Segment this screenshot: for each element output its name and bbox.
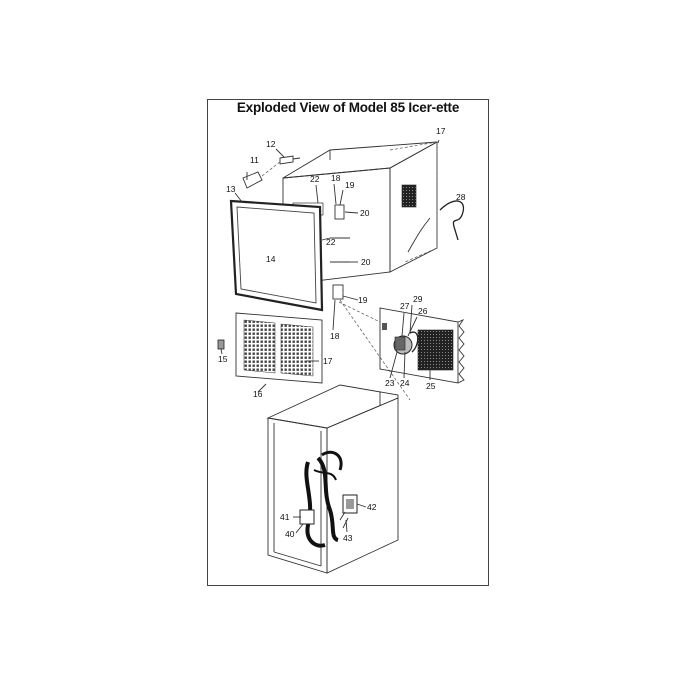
callout-11: 11 bbox=[250, 155, 259, 165]
leader-lines bbox=[220, 139, 440, 534]
callout-40: 40 bbox=[285, 529, 295, 539]
callout-12: 12 bbox=[266, 139, 276, 149]
diagram-title: Exploded View of Model 85 Icer-ette bbox=[236, 100, 460, 115]
callout-23: 23 bbox=[385, 378, 395, 388]
callout-41: 41 bbox=[280, 512, 290, 522]
callout-15: 15 bbox=[218, 354, 228, 364]
callout-18-top: 18 bbox=[331, 173, 341, 183]
callout-13: 13 bbox=[226, 184, 236, 194]
callout-22-bottom: 22 bbox=[326, 237, 336, 247]
callout-26: 26 bbox=[418, 306, 428, 316]
callout-22-top: 22 bbox=[310, 174, 320, 184]
callout-43: 43 bbox=[343, 533, 353, 543]
callout-24: 24 bbox=[400, 378, 410, 388]
callout-28: 28 bbox=[456, 192, 466, 202]
lower-cabinet bbox=[266, 384, 399, 574]
callout-16: 16 bbox=[253, 389, 263, 399]
callout-18-bottom: 18 bbox=[330, 331, 340, 341]
projection-lines bbox=[338, 299, 411, 401]
callout-labels: 11 12 13 14 15 16 17 17 18 18 19 19 20 2… bbox=[218, 126, 466, 543]
door-handle-parts bbox=[242, 155, 301, 189]
callout-17-top: 17 bbox=[436, 126, 446, 136]
callout-27: 27 bbox=[400, 301, 410, 311]
front-grille-panel bbox=[217, 312, 323, 393]
callout-20-bottom: 20 bbox=[361, 257, 371, 267]
callout-29: 29 bbox=[413, 294, 423, 304]
callout-19-bottom: 19 bbox=[358, 295, 368, 305]
callout-14: 14 bbox=[266, 254, 276, 264]
callout-19-top: 19 bbox=[345, 180, 355, 190]
compressor-module bbox=[379, 307, 465, 384]
callout-20-top: 20 bbox=[360, 208, 370, 218]
callout-42: 42 bbox=[367, 502, 377, 512]
callout-25: 25 bbox=[426, 381, 436, 391]
callout-17-grille: 17 bbox=[323, 356, 333, 366]
door-assembly bbox=[229, 199, 324, 312]
